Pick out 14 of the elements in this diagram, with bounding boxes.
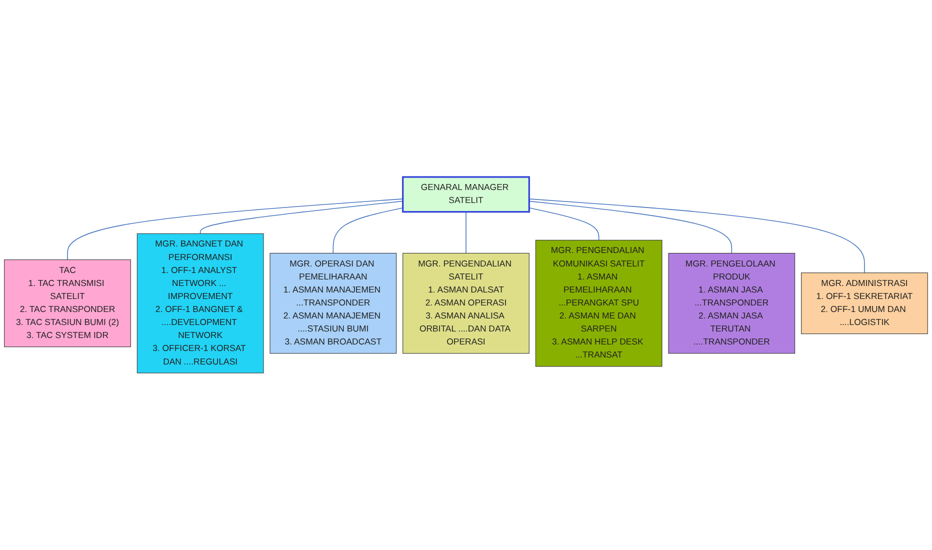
connector [528,198,865,274]
node-box: MGR. PENGENDALIAN KOMUNIKASI SATELIT 1. ASMAN PEMELIHARAAN ...PERANGKAT SPU 2. ASMAN ME DAN SARPEN 3. ASMAN HELP DESK ...TRANSAT [535,240,662,367]
node-box: MGR. ADMINISTRASI 1. OFF-1 SEKRETARIAT 2. OFF-1 UMUM DAN ....LOGISTIK [801,272,928,334]
connector [528,200,732,254]
connector [528,207,600,241]
node-box: MGR. OPERASI DAN PEMELIHARAAN 1. ASMAN MANAJEMEN ...TRANSPONDER 2. ASMAN MANAJEMEN ....STASIUN BUMI 3. ASMAN BROADCAST [270,252,397,354]
node-box: MGR. BANGNET DAN PERFORMANSI 1. OFF-1 ANALYST NETWORK ... IMPROVEMENT 2. OFF-1 BANGNET & ....DEVELOPMENT NETWORK 3. OFFICER-1 KORSAT DAN ....REGULASI [136,233,264,374]
node-box: TAC 1. TAC TRANSMISI SATELIT 2. TAC TRANSPONDER 3. TAC STASIUN BUMI (2) 3. TAC SYSTEM IDR [4,259,131,348]
node-box: GENARAL MANAGER SATELIT [402,176,530,213]
connector [332,207,404,254]
node-box: MGR. PENGELOLAAN PRODUK 1. ASMAN JASA ...TRANSPONDER 2. ASMAN JASA TERUTAN ....TRANSPONDER [668,252,796,354]
node-box: MGR. PENGENDALIAN SATELIT 1. ASMAN DALSAT 2. ASMAN OPERASI 3. ASMAN ANALISA ORBITAL ....DAN DATA OPERASI [402,252,530,354]
connector [67,198,404,260]
connector [200,200,404,234]
